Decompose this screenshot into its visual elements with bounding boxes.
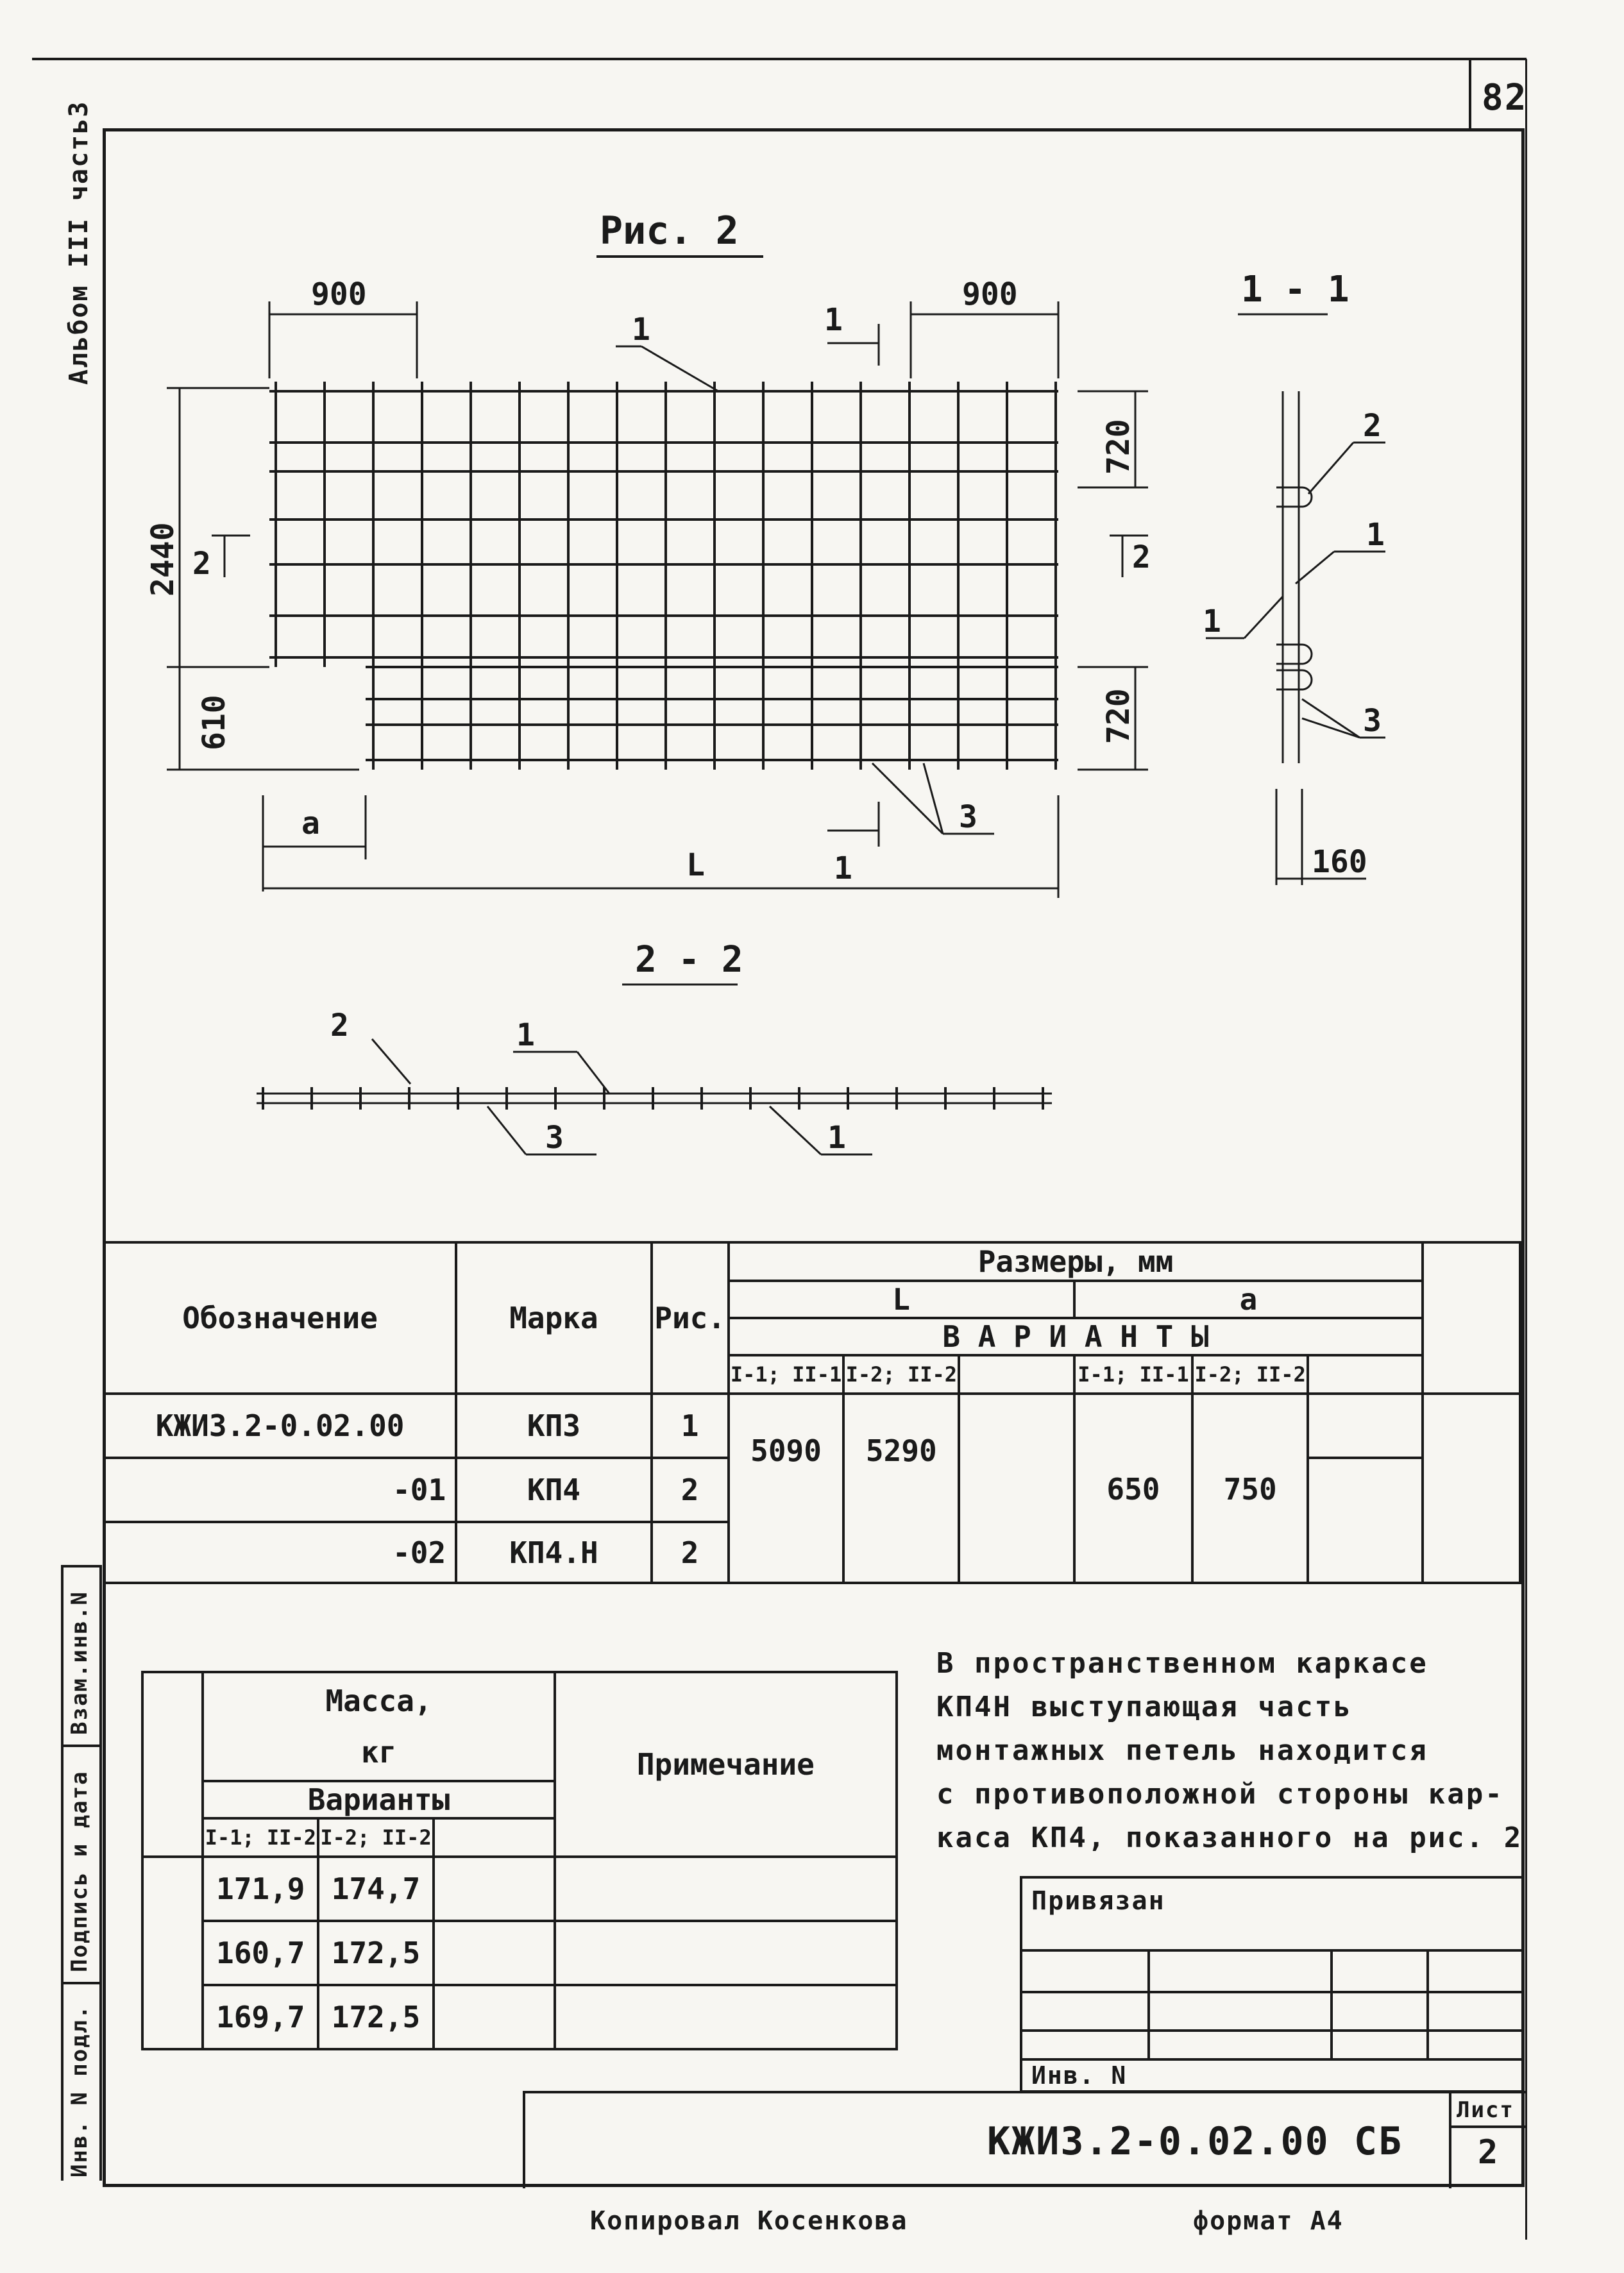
stamp-div-2 — [61, 1745, 102, 1747]
mesh-drawing: Рис. 2 900 900 2440 720 720 610 a L 160 … — [145, 208, 1385, 1156]
mass-sub-v1: I-1; II-2 — [201, 1817, 320, 1858]
col-sizes: Размеры, мм — [727, 1241, 1425, 1282]
row-2-mark: КП4 — [455, 1457, 653, 1523]
dim-900-left: 900 — [311, 276, 367, 312]
document-code: КЖИ3.2-0.02.00 СБ — [987, 2119, 1403, 2164]
sec11-label-1b: 1 — [1203, 604, 1221, 639]
sec22-label-2: 2 — [330, 1008, 349, 1044]
copied-by: Копировал Косенкова — [590, 2206, 908, 2236]
dim-a: a — [301, 806, 320, 841]
mass-row-1-v2: 174,7 — [317, 1855, 435, 1922]
a-value-v2: 750 — [1191, 1392, 1309, 1584]
section-mark-1-top: 1 — [824, 302, 843, 338]
sheet-number: 2 — [1478, 2133, 1500, 2172]
stamp-div-3 — [61, 1982, 102, 1984]
mass-row-2-v1: 160,7 — [201, 1920, 320, 1986]
L-value-v2: 5290 — [842, 1392, 961, 1584]
section-mark-2-right: 2 — [1132, 539, 1151, 575]
binding-block: Привязан Инв. N — [1020, 1876, 1523, 2093]
sec22-label-1a: 1 — [516, 1017, 535, 1053]
mass-variants: Варианты — [201, 1780, 556, 1820]
sec11-label-2: 2 — [1363, 408, 1382, 444]
mass-row-3-v1: 169,7 — [201, 1984, 320, 2050]
note-block: В пространственном каркасе КП4Н выступаю… — [936, 1642, 1523, 1860]
dim-610: 610 — [196, 695, 232, 750]
mass-sub-v2: I-2; II-2 — [317, 1817, 435, 1858]
stamp-strip-left — [61, 1565, 63, 2181]
row-1-designation: КЖИ3.2-0.02.00 — [102, 1392, 458, 1459]
section-1-1-title: 1 - 1 — [1241, 269, 1349, 310]
note-line: КП4Н выступающая часть — [936, 1691, 1353, 1723]
mass-row-3-v2: 172,5 — [317, 1984, 435, 2050]
sheet-label: Лист — [1457, 2097, 1514, 2123]
pos-label-3: 3 — [959, 799, 977, 835]
sub-a-v2: I-2; II-2 — [1191, 1354, 1309, 1395]
col-designation: Обозначение — [102, 1241, 458, 1395]
section-mark-2-left: 2 — [192, 546, 211, 582]
stamp-inv-podl: Инв. N подл. — [67, 2004, 92, 2177]
section-mark-1-bottom: 1 — [834, 850, 852, 886]
note-line: монтажных петель находится — [936, 1734, 1428, 1767]
sub-L-v1: I-1; II-1 — [727, 1354, 845, 1395]
row-1-mark: КП3 — [455, 1392, 653, 1459]
title-block: КЖИ3.2-0.02.00 СБ Лист 2 — [523, 2091, 1526, 2188]
dim-900-right: 900 — [962, 276, 1018, 312]
a-value-v1: 650 — [1072, 1392, 1194, 1584]
sub-L-v2: I-2; II-2 — [842, 1354, 961, 1395]
inv-n-label: Инв. N — [1031, 2061, 1128, 2090]
dim-2440: 2440 — [145, 522, 181, 596]
dim-160: 160 — [1312, 844, 1367, 880]
row-3-mark: КП4.Н — [455, 1521, 653, 1584]
stamp-div-1 — [61, 1565, 102, 1567]
binding-label: Привязан — [1031, 1886, 1165, 1916]
mass-row-1-v1: 171,9 — [201, 1855, 320, 1922]
dim-720-top: 720 — [1101, 419, 1137, 475]
sec22-label-1b: 1 — [827, 1120, 846, 1156]
frame-left — [103, 128, 106, 2187]
note-line: В пространственном каркасе — [936, 1647, 1428, 1680]
dim-L: L — [686, 847, 705, 883]
mass-unit: кг — [360, 1735, 397, 1770]
spec-table: Обозначение Марка Рис. Размеры, мм L a В… — [102, 1241, 1521, 1584]
row-1-fig: 1 — [650, 1392, 730, 1459]
mass-header: Масса, — [325, 1684, 432, 1718]
row-2-fig: 2 — [650, 1457, 730, 1523]
stamp-sign-date: Подпись и дата — [67, 1770, 92, 1972]
row-3-fig: 2 — [650, 1521, 730, 1584]
sub-a-v1: I-1; II-1 — [1072, 1354, 1194, 1395]
col-a: a — [1072, 1280, 1425, 1319]
col-mark: Марка — [455, 1241, 653, 1395]
frame-top — [103, 128, 1523, 131]
dim-720-bottom: 720 — [1101, 688, 1137, 744]
row-3-designation: -02 — [102, 1521, 458, 1584]
section-2-2-title: 2 - 2 — [635, 939, 743, 981]
L-value-v1: 5090 — [727, 1392, 845, 1584]
row-2-designation: -01 — [102, 1457, 458, 1523]
col-variants: В А Р И А Н Т Ы — [727, 1317, 1425, 1356]
col-L: L — [727, 1280, 1076, 1319]
fig-title: Рис. 2 — [600, 208, 739, 253]
sec22-label-3: 3 — [545, 1120, 564, 1156]
page-number-box-left — [1469, 59, 1471, 130]
pos-label-1: 1 — [632, 312, 650, 348]
sec11-label-3: 3 — [1363, 703, 1382, 739]
note-line: каса КП4, показанного на рис. 2 — [936, 1821, 1523, 1854]
page-number: 82 — [1482, 77, 1528, 119]
mass-row-2-v2: 172,5 — [317, 1920, 435, 1986]
col-fig: Рис. — [650, 1241, 730, 1395]
frame-bottom — [103, 2184, 1523, 2187]
page-edge-right — [1525, 59, 1527, 2240]
frame-right — [1521, 128, 1525, 2187]
stamp-vzam: Взам.инв.N — [67, 1591, 92, 1735]
note-header: Примечание — [553, 1671, 899, 1858]
mass-table: Масса, кг Примечание Варианты I-1; II-2 … — [140, 1671, 899, 2050]
top-rule — [32, 58, 1527, 60]
sec11-label-1a: 1 — [1366, 517, 1385, 553]
format-label: формат А4 — [1193, 2206, 1344, 2236]
stamp-strip-right — [99, 1565, 102, 2181]
note-line: с противоположной стороны кар- — [936, 1778, 1504, 1811]
